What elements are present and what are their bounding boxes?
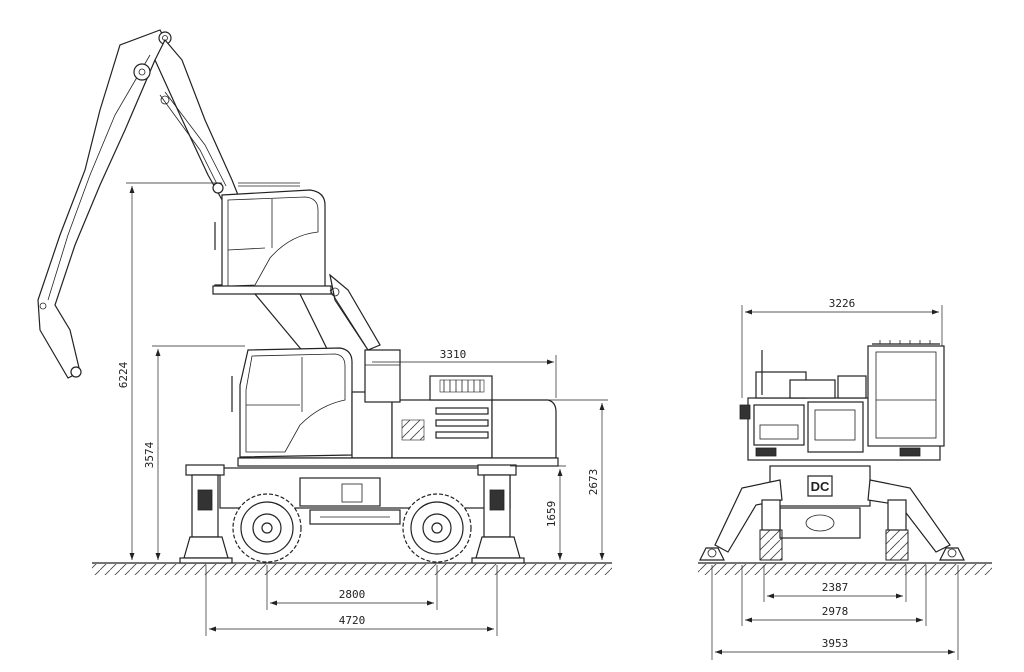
dim-label-upper-width: 3226 xyxy=(829,297,856,310)
dimension-upper-width: 3226 xyxy=(741,297,943,398)
dimension-frame-height: 1659 xyxy=(510,465,566,560)
raised-cab xyxy=(212,182,332,295)
rear-cab xyxy=(867,340,945,447)
rear-wheel xyxy=(402,493,472,563)
rear-right-outrigger xyxy=(867,479,965,561)
dim-label-track-width: 2387 xyxy=(822,581,849,594)
rear-lower-frame: DC xyxy=(769,465,871,539)
dim-label-tire-width: 2978 xyxy=(822,605,849,618)
cab-roof-rail xyxy=(872,340,940,345)
dimension-wheelbase: 2800 xyxy=(266,565,438,610)
dc-logo-text: DC xyxy=(811,479,830,494)
dimension-rear-length: 3310 xyxy=(372,348,557,398)
rear-view: DC 3226 xyxy=(699,297,965,660)
rear-left-outrigger xyxy=(699,479,783,561)
ground-line xyxy=(92,562,992,575)
dimension-counterweight-height: 2673 xyxy=(540,399,608,560)
dimension-cab-raised-height: 6224 xyxy=(117,182,222,560)
undercarriage xyxy=(219,467,511,525)
dim-label-counterweight-height: 2673 xyxy=(587,469,600,496)
lowered-cab xyxy=(231,347,353,458)
upper-structure xyxy=(237,349,559,467)
dim-label-rear-length: 3310 xyxy=(440,348,467,361)
dim-label-outrigger-length: 4720 xyxy=(339,614,366,627)
dimension-track-width: 2387 xyxy=(763,565,907,602)
dimension-outrigger-width: 3953 xyxy=(711,565,959,660)
boom xyxy=(37,29,173,379)
dim-label-wheelbase: 2800 xyxy=(339,588,366,601)
dim-label-outrigger-width: 3953 xyxy=(822,637,849,650)
rear-outrigger xyxy=(471,464,525,564)
dimension-tire-width: 2978 xyxy=(741,565,927,626)
dimension-outrigger-length: 4720 xyxy=(205,565,498,636)
front-outrigger xyxy=(179,464,233,564)
side-view: 6224 3574 3310 2673 1659 2800 xyxy=(37,29,608,636)
front-wheel xyxy=(232,493,302,563)
stick xyxy=(154,38,241,206)
dc-logo: DC xyxy=(807,475,833,497)
vent-grille xyxy=(439,379,485,393)
dim-label-frame-height: 1659 xyxy=(545,501,558,528)
dimension-cab-lowered-height: 3574 xyxy=(143,345,245,560)
dim-label-cab-lowered-height: 3574 xyxy=(143,441,156,468)
dim-label-cab-raised-height: 6224 xyxy=(117,361,130,388)
